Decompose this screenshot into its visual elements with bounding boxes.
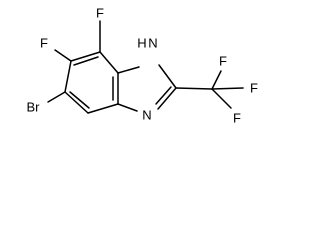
atom-label-f-left: F [40,36,48,51]
bond-c5-c6 [64,60,72,93]
bond-c6-c7 [64,91,89,114]
bond-nh-c2 [158,64,177,89]
bond-cf3-f-right [211,87,244,90]
atom-label-cf3-f-bottom: F [233,111,241,126]
bond-c2-n3 [157,87,177,110]
atom-label-cf3-f-right: F [250,81,258,96]
bond-c6-br [47,91,66,103]
bond-c2-cf3 [175,87,213,90]
bond-c3a-nh [117,66,140,74]
benzimidazole-structure: F F Br H N N F F F [27,6,259,126]
bond-cf3-f-top [211,70,222,90]
atom-label-n-imine: N [142,108,151,123]
bond-c4-c5-double [73,56,99,66]
bond-c2-n3-double [155,86,172,105]
bond-cf3-f-bottom [211,88,232,109]
bond-c6-c7-double [69,91,90,109]
atom-label-nh-hydrogen: H [137,36,146,51]
atom-label-br: Br [27,100,41,115]
bond-c3a-c4 [99,51,119,74]
atom-label-nh-nitrogen: N [148,36,157,51]
atom-label-cf3-f-top: F [219,54,227,69]
bond-n3-c7a [117,103,138,112]
atom-label-f-top: F [96,6,104,21]
bond-c5-f [54,49,72,62]
bond-c4-c5 [70,51,101,62]
bond-c7-c7a [87,103,119,114]
